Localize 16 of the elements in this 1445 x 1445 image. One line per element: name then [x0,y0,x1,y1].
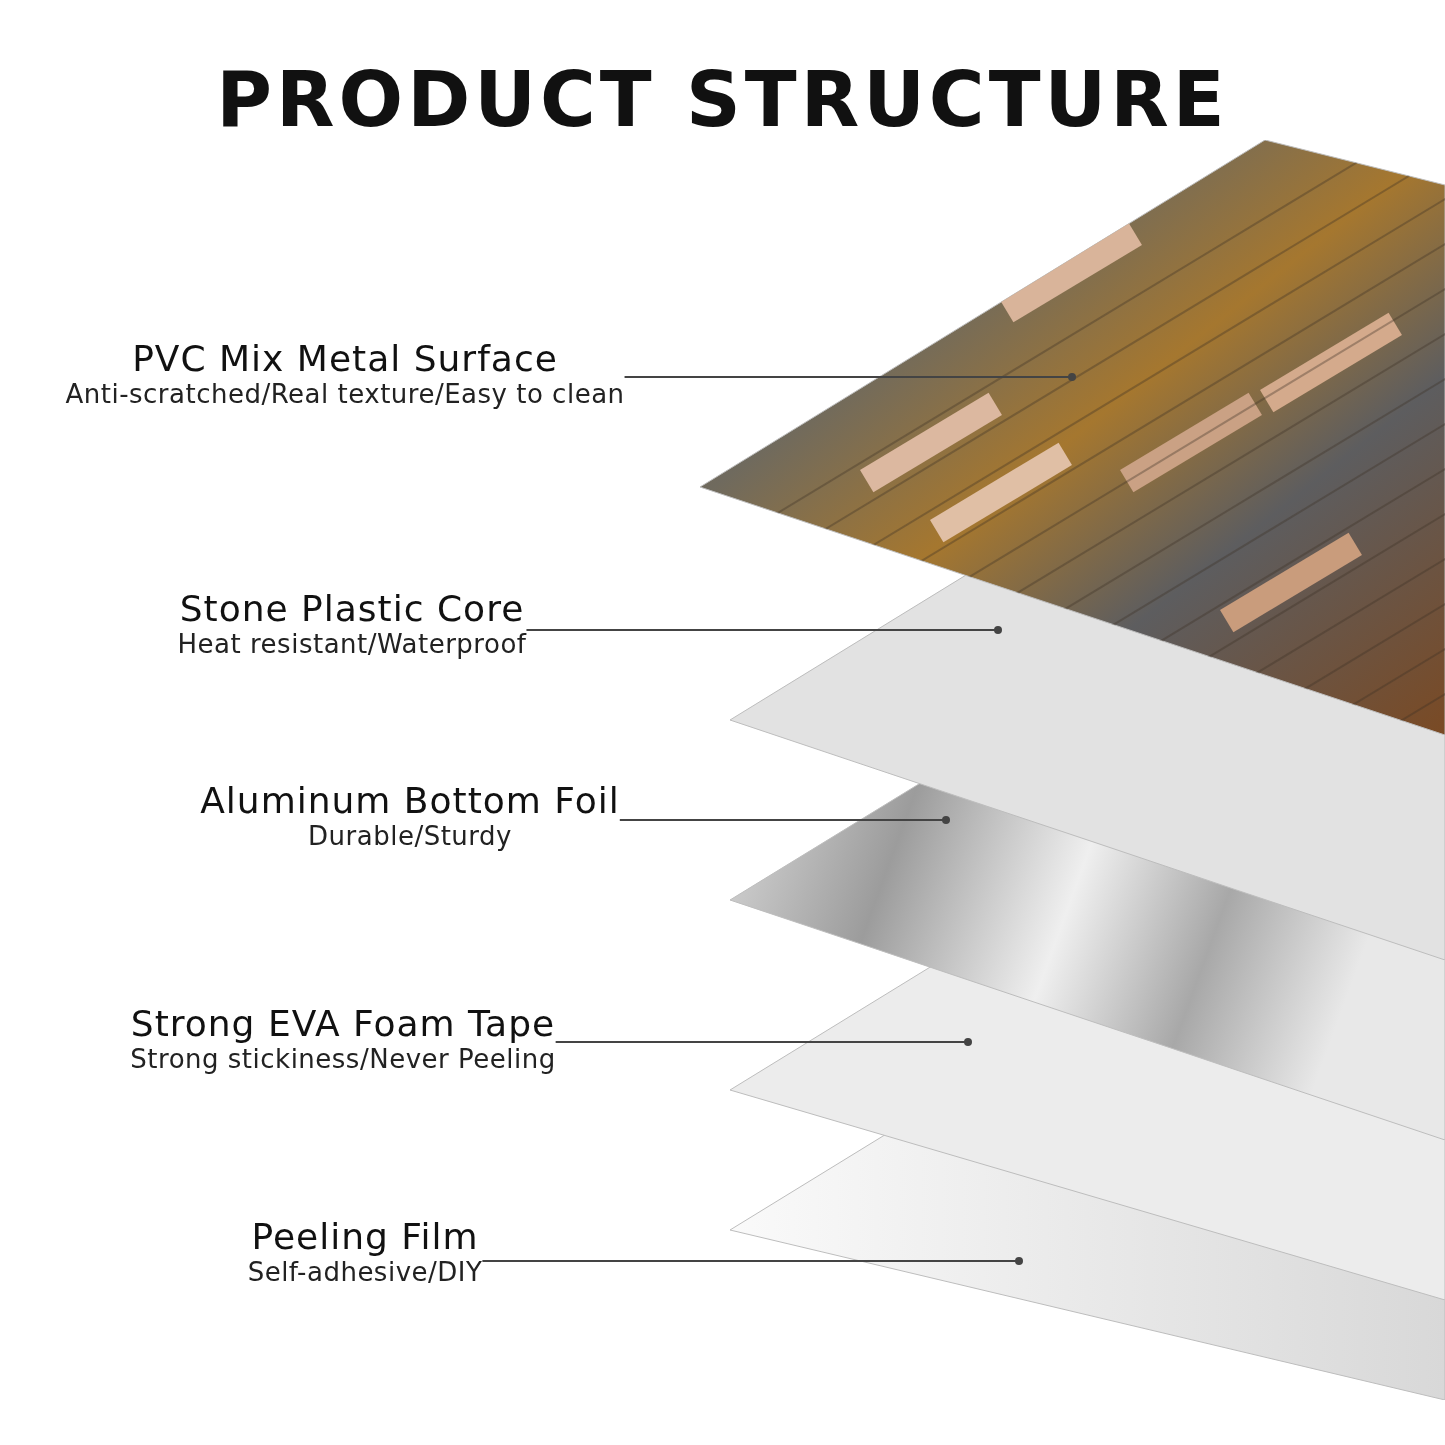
layer-description: Heat resistant/Waterproof [177,629,527,659]
layer-name: Stone Plastic Core [178,588,526,629]
layer-description: Durable/Sturdy [307,821,513,851]
layer-name: Strong EVA Foam Tape [130,1003,556,1044]
leader-line [623,373,1076,381]
leader-line [618,816,950,824]
leader-line [554,1038,972,1046]
layer-description: Anti-scratched/Real texture/Easy to clean [65,379,625,409]
layer-name: Aluminum Bottom Foil [200,780,620,821]
title: PRODUCT STRUCTURE [215,55,1230,144]
leader-line [525,626,1002,634]
layer-name: PVC Mix Metal Surface [131,338,559,379]
layer-name: Peeling Film [250,1216,480,1257]
layer-description: Self-adhesive/DIY [247,1257,483,1287]
layer-description: Strong stickiness/Never Peeling [130,1044,556,1074]
leader-line [481,1257,1023,1265]
